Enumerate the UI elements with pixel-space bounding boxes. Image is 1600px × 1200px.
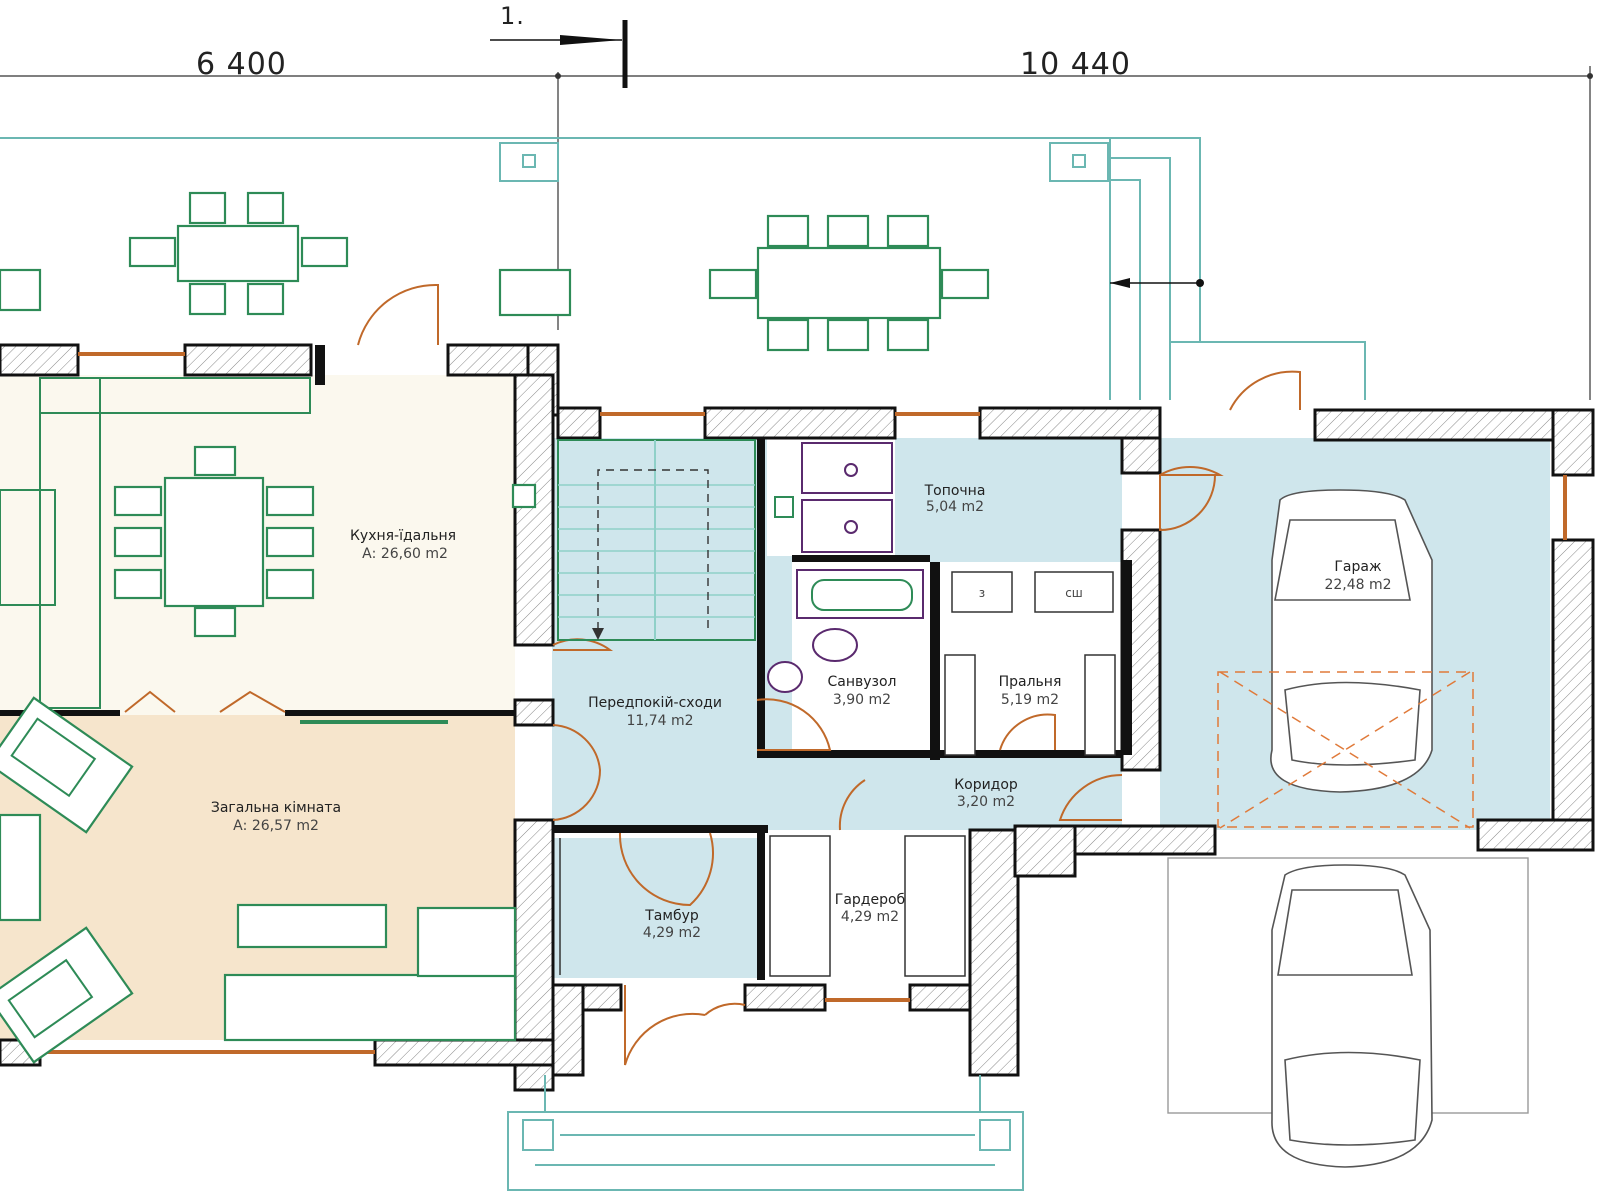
column-left	[499, 142, 559, 182]
bathroom-area: 3,90 m2	[833, 692, 891, 708]
stairs	[557, 439, 756, 641]
wardrobe-name: Гардероб	[835, 892, 905, 908]
terrace-dining-left	[0, 191, 572, 317]
dimension-right-span: 10 440	[1020, 47, 1131, 82]
washer-label: сш	[1065, 586, 1083, 600]
dimension-lines: 1. 6 400 10 440	[0, 2, 1593, 400]
corridor-area: 3,20 m2	[957, 794, 1015, 810]
terrace	[0, 137, 1366, 400]
bathroom-name: Санвузол	[827, 674, 896, 690]
porch	[507, 1075, 1024, 1191]
kitchen-furniture	[0, 377, 537, 709]
vestibule-name: Тамбур	[644, 908, 699, 924]
section-marker-label: 1.	[500, 2, 525, 30]
room-labels: Кухня-їдальня А: 26,60 m2 Загальна кімна…	[211, 483, 1392, 941]
plumbing: з сш	[767, 442, 1116, 756]
living-name: Загальна кімната	[211, 800, 341, 816]
garage-area: 22,48 m2	[1324, 577, 1391, 593]
column-right	[1049, 142, 1109, 182]
living-area: А: 26,57 m2	[233, 818, 319, 834]
kitchen-area: А: 26,60 m2	[362, 546, 448, 562]
corridor-name: Коридор	[954, 777, 1018, 793]
garage-name: Гараж	[1334, 559, 1382, 575]
doors	[124, 283, 1301, 1066]
driveway	[1167, 857, 1529, 1168]
vestibule-fill	[552, 838, 757, 978]
laundry-name: Пральня	[999, 674, 1062, 690]
wardrobe-shelves	[559, 835, 966, 977]
boiler-area: 5,04 m2	[926, 499, 984, 515]
windows	[40, 352, 1567, 1054]
boiler-name: Топочна	[924, 483, 986, 499]
living-furniture	[0, 696, 517, 1064]
terrace-dining-right	[708, 214, 990, 352]
hall-name: Передпокій-сходи	[588, 695, 722, 711]
dryer-label: з	[979, 586, 985, 600]
hall-area: 11,74 m2	[626, 713, 693, 729]
vestibule-area: 4,29 m2	[643, 925, 701, 941]
garage-car	[1217, 489, 1474, 829]
wardrobe-area: 4,29 m2	[841, 909, 899, 925]
dimension-left-span: 6 400	[196, 47, 287, 82]
laundry-area: 5,19 m2	[1001, 692, 1059, 708]
kitchen-name: Кухня-їдальня	[350, 528, 456, 544]
